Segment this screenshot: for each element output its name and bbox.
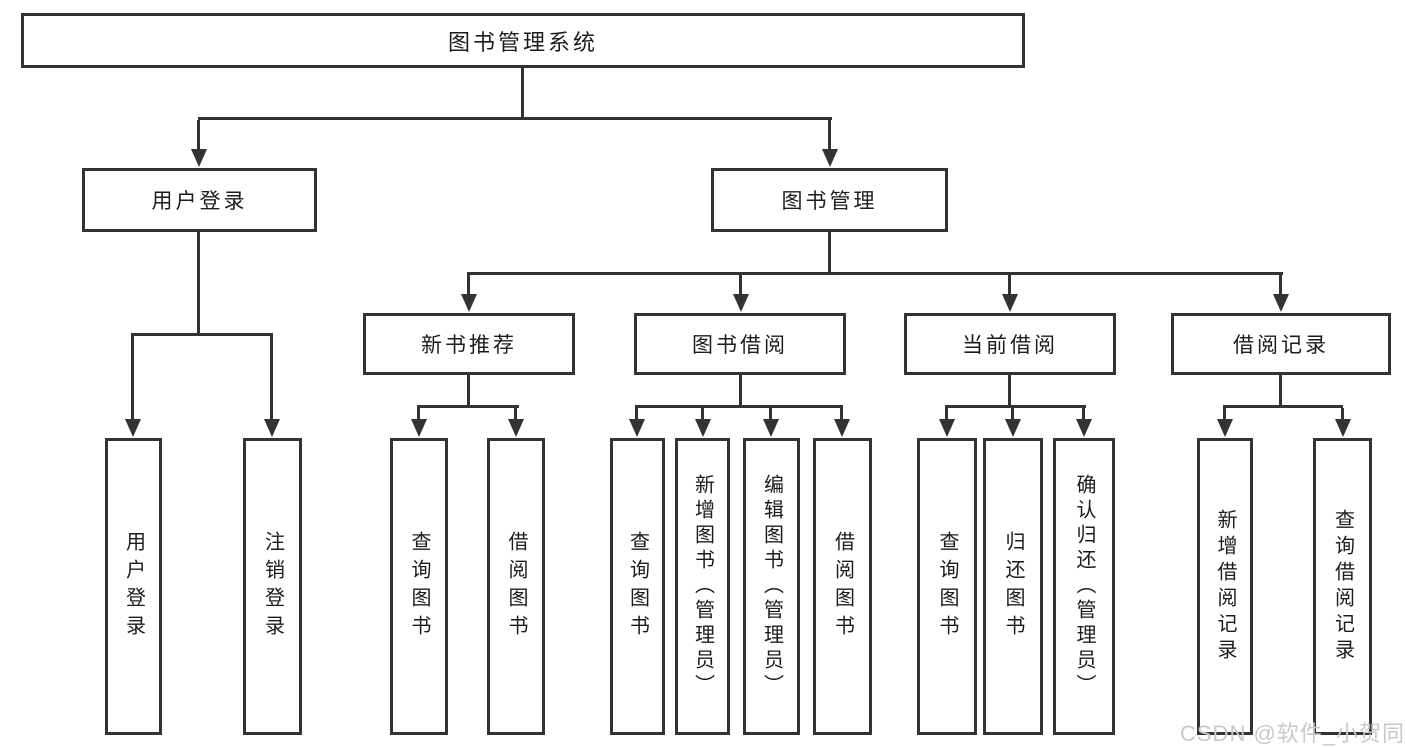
node-book-mgmt: 图书管理 bbox=[711, 168, 948, 232]
leaf-borrow-add-books-admin-label: 新增图书（管理员） bbox=[691, 474, 714, 699]
leaf-logout-label: 注销登录 bbox=[261, 530, 284, 643]
leaf-borrow-edit-books-admin: 编辑图书（管理员） bbox=[743, 438, 800, 735]
arrow-down-icon bbox=[822, 149, 838, 167]
connector-records-bar bbox=[1223, 405, 1343, 408]
leaf-logout: 注销登录 bbox=[243, 438, 302, 735]
arrow-down-icon bbox=[1335, 419, 1351, 437]
connector-leaf bbox=[840, 408, 843, 420]
arrow-down-icon bbox=[508, 419, 524, 437]
node-user-login: 用户登录 bbox=[82, 168, 317, 232]
leaf-records-query-record-label: 查询借阅记录 bbox=[1331, 508, 1354, 665]
arrow-down-icon bbox=[411, 419, 427, 437]
leaf-records-add-record: 新增借阅记录 bbox=[1197, 438, 1253, 735]
arrow-down-icon bbox=[695, 419, 711, 437]
connector-to-borrow bbox=[739, 275, 742, 295]
node-current-borrow-label: 当前借阅 bbox=[962, 334, 1058, 357]
connector-leaf bbox=[1011, 408, 1014, 420]
connector-current-stem bbox=[1008, 375, 1011, 406]
connector-borrow-stem bbox=[739, 375, 742, 406]
connector-records-stem bbox=[1279, 375, 1282, 406]
node-user-login-label: 用户登录 bbox=[151, 190, 248, 213]
connector-to-leaf-login bbox=[131, 336, 134, 420]
leaf-recommend-query-books-label: 查询图书 bbox=[408, 530, 430, 643]
leaf-current-query-books-label: 查询图书 bbox=[936, 530, 958, 643]
node-book-borrow: 图书借阅 bbox=[634, 313, 846, 375]
connector-to-book-mgmt bbox=[828, 120, 831, 150]
leaf-current-confirm-return-admin: 确认归还（管理员） bbox=[1053, 438, 1115, 735]
connector-borrow-bar bbox=[635, 405, 843, 408]
leaf-user-login: 用户登录 bbox=[105, 438, 162, 735]
connector-to-user-login bbox=[197, 120, 200, 150]
leaf-borrow-query-books-label: 查询图书 bbox=[626, 530, 649, 643]
arrow-down-icon bbox=[125, 419, 141, 437]
leaf-user-login-label: 用户登录 bbox=[122, 530, 145, 643]
leaf-recommend-query-books: 查询图书 bbox=[390, 438, 448, 735]
node-root: 图书管理系统 bbox=[21, 13, 1025, 68]
connector-leaf bbox=[701, 408, 704, 420]
leaf-borrow-add-books-admin: 新增图书（管理员） bbox=[675, 438, 730, 735]
leaf-records-query-record: 查询借阅记录 bbox=[1313, 438, 1372, 735]
leaf-current-return-books-label: 归还图书 bbox=[1002, 530, 1024, 643]
arrow-down-icon bbox=[1076, 419, 1092, 437]
connector-leaf bbox=[1082, 408, 1085, 420]
connector-leaf bbox=[769, 408, 772, 420]
leaf-borrow-borrow-books: 借阅图书 bbox=[813, 438, 872, 735]
connector-level2-bar bbox=[198, 117, 832, 120]
connector-to-records bbox=[1279, 275, 1282, 295]
node-borrow-records-label: 借阅记录 bbox=[1233, 334, 1329, 357]
connector-recommend-stem bbox=[467, 373, 470, 406]
arrow-down-icon bbox=[264, 419, 280, 437]
leaf-recommend-borrow-books: 借阅图书 bbox=[487, 438, 545, 735]
connector-level3-bar bbox=[467, 272, 1283, 275]
node-current-borrow: 当前借阅 bbox=[904, 313, 1116, 375]
node-book-mgmt-label: 图书管理 bbox=[781, 190, 878, 213]
connector-user-stem bbox=[197, 232, 200, 335]
arrow-down-icon bbox=[1002, 294, 1018, 312]
leaf-records-add-record-label: 新增借阅记录 bbox=[1214, 508, 1236, 665]
leaf-current-query-books: 查询图书 bbox=[917, 438, 977, 735]
arrow-down-icon bbox=[1273, 294, 1289, 312]
arrow-down-icon bbox=[1005, 419, 1021, 437]
arrow-down-icon bbox=[1217, 419, 1233, 437]
connector-mgmt-stem bbox=[828, 232, 831, 273]
arrow-down-icon bbox=[461, 294, 477, 312]
arrow-down-icon bbox=[763, 419, 779, 437]
leaf-borrow-borrow-books-label: 借阅图书 bbox=[831, 530, 854, 643]
arrow-down-icon bbox=[939, 419, 955, 437]
node-new-book-recommend: 新书推荐 bbox=[363, 313, 575, 375]
node-borrow-records: 借阅记录 bbox=[1171, 313, 1391, 375]
leaf-borrow-query-books: 查询图书 bbox=[610, 438, 665, 735]
connector-leaf bbox=[1223, 408, 1226, 420]
connector-leaf bbox=[417, 408, 420, 420]
node-root-label: 图书管理系统 bbox=[447, 29, 598, 55]
leaf-borrow-edit-books-admin-label: 编辑图书（管理员） bbox=[760, 474, 783, 699]
connector-current-bar bbox=[945, 405, 1086, 408]
connector-to-leaf-logout bbox=[270, 336, 273, 420]
connector-leaf bbox=[514, 408, 517, 420]
leaf-recommend-borrow-books-label: 借阅图书 bbox=[505, 530, 527, 643]
connector-leaf bbox=[635, 408, 638, 420]
arrow-down-icon bbox=[191, 149, 207, 167]
arrow-down-icon bbox=[834, 419, 850, 437]
connector-to-recommend bbox=[467, 275, 470, 295]
connector-root-stem bbox=[521, 68, 524, 118]
connector-leaf bbox=[1341, 408, 1344, 420]
connector-recommend-bar bbox=[417, 405, 519, 408]
connector-leaf bbox=[945, 408, 948, 420]
node-new-book-recommend-label: 新书推荐 bbox=[421, 334, 517, 357]
connector-user-bar bbox=[131, 333, 273, 336]
arrow-down-icon bbox=[629, 419, 645, 437]
leaf-current-return-books: 归还图书 bbox=[983, 438, 1043, 735]
arrow-down-icon bbox=[733, 294, 749, 312]
watermark: CSDN @软件_小贺同学 bbox=[1180, 721, 1405, 746]
leaf-current-confirm-return-admin-label: 确认归还（管理员） bbox=[1073, 474, 1095, 699]
connector-to-current bbox=[1008, 275, 1011, 295]
node-book-borrow-label: 图书借阅 bbox=[692, 334, 788, 357]
